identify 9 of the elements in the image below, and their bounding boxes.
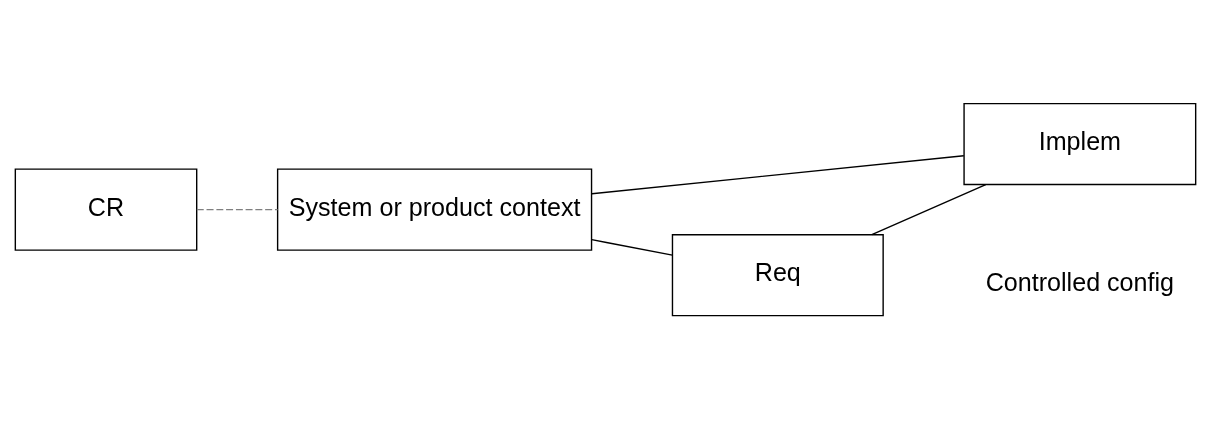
connector — [196, 208, 279, 211]
node-box: Implem — [963, 102, 1197, 186]
connector — [591, 155, 965, 195]
connector — [591, 238, 674, 256]
connector — [871, 183, 987, 236]
node-box: Req — [671, 234, 884, 317]
node-box: System or product context — [276, 168, 593, 251]
label: Controlled config — [985, 268, 1175, 297]
node-box: CR — [14, 168, 198, 251]
